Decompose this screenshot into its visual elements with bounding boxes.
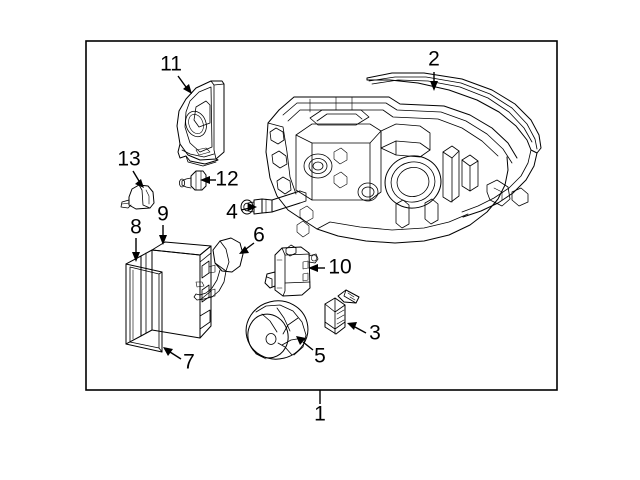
callout-numbers: 1 2 3 4 5 6 7 8 9 10 11 12 13	[117, 48, 440, 426]
callout-number-7: 7	[183, 351, 195, 374]
part-hid-ballast-unit	[125, 241, 216, 353]
part-bulb-cap-with-lead	[193, 237, 244, 301]
callout-number-4: 4	[226, 201, 238, 224]
part-hid-igniter	[240, 190, 307, 215]
part-trim-molding	[366, 72, 542, 218]
part-headlamp-bezel-cover	[176, 80, 225, 167]
part-headlamp-cooling-fan	[245, 300, 309, 360]
part-parking-lamp-bulb	[178, 170, 207, 191]
callout-number-6: 6	[253, 224, 265, 247]
part-bulb-socket-cap	[120, 184, 155, 210]
callout-number-3: 3	[369, 322, 381, 345]
callout-number-12: 12	[215, 168, 238, 191]
callout-number-9: 9	[157, 203, 169, 226]
part-bulb-socket	[324, 289, 360, 335]
part-headlamp-housing	[265, 96, 529, 244]
callout-number-10: 10	[328, 256, 351, 279]
callout-number-11: 11	[160, 53, 182, 76]
callout-number-1: 1	[314, 403, 326, 426]
callout-leaders	[132, 72, 438, 404]
callout-number-2: 2	[428, 48, 440, 71]
callout-number-8: 8	[130, 216, 142, 239]
part-headlamp-leveling-motor	[264, 244, 319, 297]
callout-number-5: 5	[314, 345, 326, 368]
callout-number-13: 13	[117, 148, 140, 171]
